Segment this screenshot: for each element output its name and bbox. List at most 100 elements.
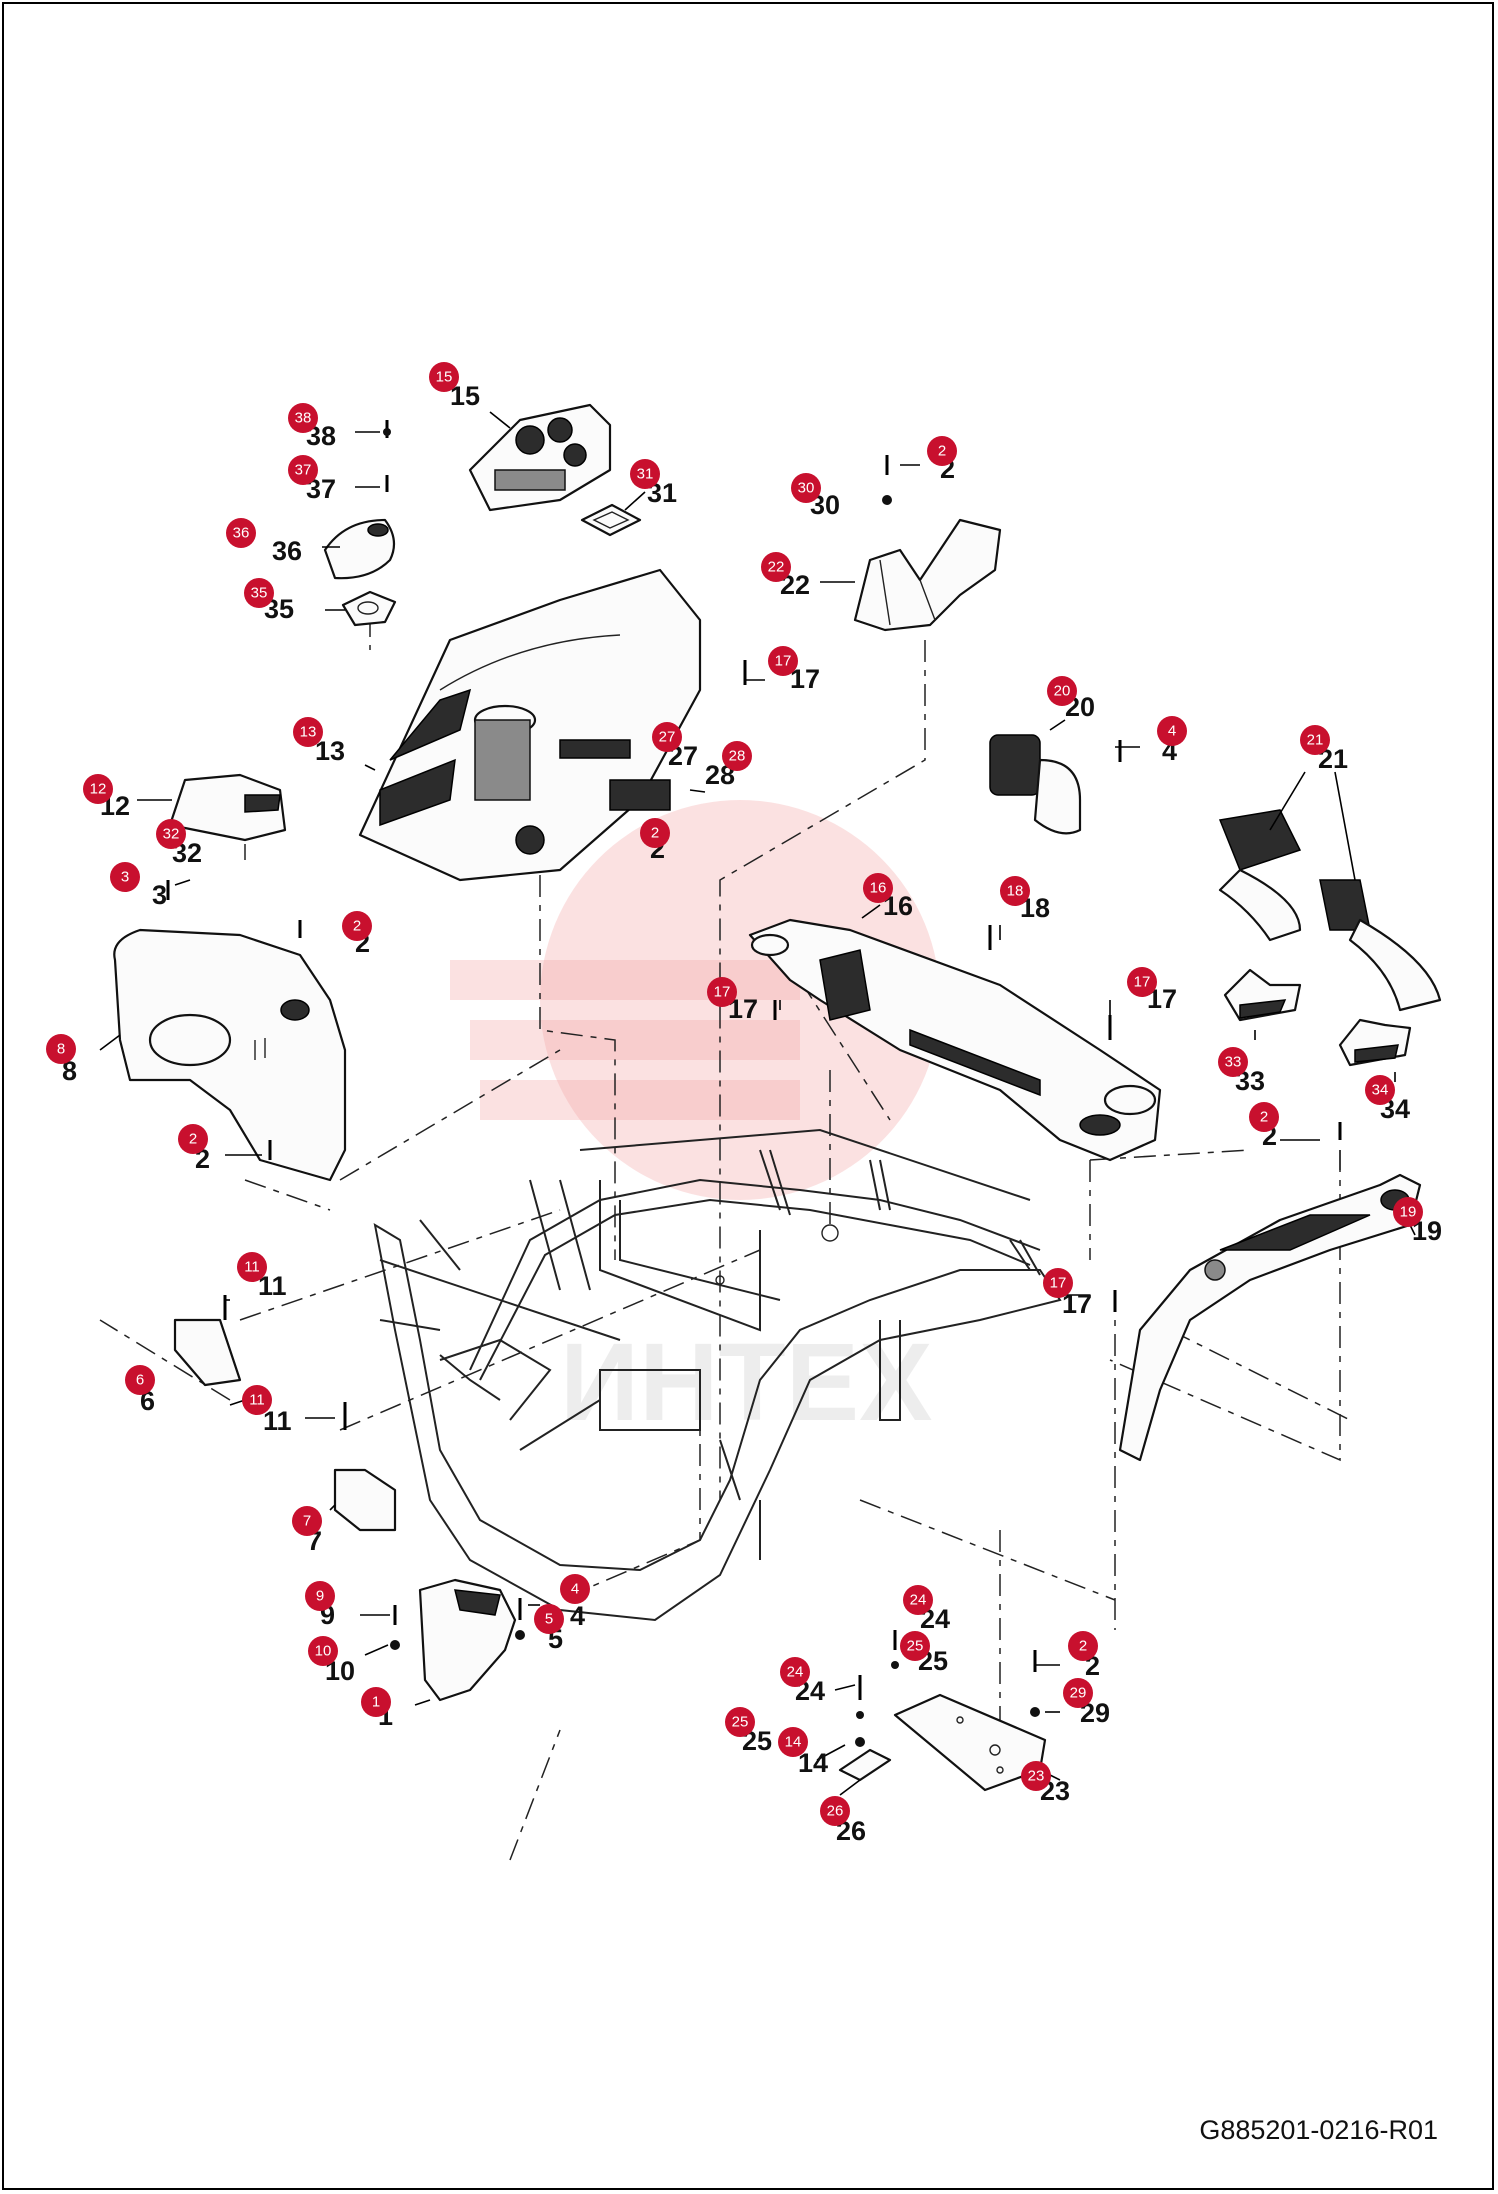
callout-badge: 7 — [292, 1506, 322, 1536]
callout-badge: 28 — [722, 741, 752, 771]
callout-badge: 17 — [1043, 1268, 1073, 1298]
plate-part-26 — [838, 1748, 892, 1782]
svg-text:5: 5 — [545, 1611, 553, 1628]
svg-text:17: 17 — [775, 653, 792, 670]
callout-badge: 12 — [83, 774, 113, 804]
svg-text:11: 11 — [244, 1259, 260, 1276]
svg-text:22: 22 — [768, 559, 785, 576]
callout-badge: 15 — [429, 362, 459, 392]
svg-text:7: 7 — [303, 1513, 311, 1530]
callout-badge: 18 — [1000, 876, 1030, 906]
callout-badge: 2 — [640, 818, 670, 848]
callout-badge: 4 — [1157, 716, 1187, 746]
callout-badge: 2 — [1068, 1631, 1098, 1661]
fender-panel-part-19 — [1118, 1173, 1422, 1462]
svg-text:23: 23 — [1028, 1768, 1045, 1785]
callout-badge: 33 — [1218, 1047, 1248, 1077]
joystick-boot-part-20 — [989, 734, 1082, 835]
side-panel-part-8 — [113, 928, 347, 1182]
svg-text:18: 18 — [1007, 883, 1024, 900]
callout-badge: 21 — [1300, 725, 1330, 755]
document-reference: G885201-0216-R01 — [1199, 2115, 1438, 2145]
callout-badge: 17 — [1127, 967, 1157, 997]
svg-text:2: 2 — [353, 918, 361, 935]
callout-badge: 3 — [110, 862, 140, 892]
callout-badge: 31 — [630, 459, 660, 489]
pad-part-34 — [1338, 1018, 1412, 1067]
callout-badge: 2 — [927, 436, 957, 466]
svg-text:27: 27 — [659, 729, 676, 746]
svg-text:1: 1 — [372, 1694, 380, 1711]
svg-text:30: 30 — [798, 480, 815, 497]
callout-badge: 9 — [305, 1581, 335, 1611]
bracket-part-6 — [173, 1318, 242, 1387]
svg-text:13: 13 — [300, 724, 317, 741]
part-number: 3 — [152, 880, 167, 910]
part-number: 4 — [570, 1601, 585, 1631]
chassis-frame — [373, 1128, 1062, 1622]
plate-part-31 — [580, 503, 642, 537]
svg-text:35: 35 — [251, 585, 268, 602]
svg-text:29: 29 — [1070, 1685, 1087, 1702]
svg-text:10: 10 — [315, 1643, 332, 1660]
cover-part-36 — [323, 518, 396, 580]
callout-badge: 34 — [1365, 1075, 1395, 1105]
svg-text:25: 25 — [907, 1638, 924, 1655]
svg-text:26: 26 — [827, 1803, 844, 1820]
callout-badge: 13 — [293, 717, 323, 747]
svg-text:15: 15 — [436, 369, 453, 386]
svg-text:28: 28 — [729, 748, 746, 765]
svg-text:3: 3 — [121, 869, 129, 886]
part-number: 13 — [315, 736, 345, 766]
pad-part-33 — [1223, 968, 1302, 1022]
svg-text:4: 4 — [1168, 723, 1176, 740]
svg-text:12: 12 — [90, 781, 107, 798]
callout-badge: 2 — [1249, 1102, 1279, 1132]
svg-text:2: 2 — [1079, 1638, 1087, 1655]
svg-text:38: 38 — [295, 410, 312, 427]
gauge-cluster-part-15 — [468, 403, 612, 512]
callout-badge: 32 — [156, 819, 186, 849]
svg-text:19: 19 — [1400, 1204, 1417, 1221]
svg-text:2: 2 — [189, 1131, 197, 1148]
svg-text:24: 24 — [910, 1592, 927, 1609]
callout-badge: 22 — [761, 552, 791, 582]
callout-badges: 38 37 36 35 15 31 30 2 22 17 13 27 28 2 … — [46, 362, 1423, 1826]
cover-part-12 — [168, 773, 287, 842]
callout-badge: 4 — [560, 1574, 590, 1604]
svg-text:11: 11 — [249, 1392, 265, 1409]
part-number: 36 — [272, 536, 302, 566]
svg-text:36: 36 — [233, 525, 250, 542]
armrest-part-21 — [1218, 809, 1442, 1012]
callout-badge: 36 — [226, 518, 256, 548]
callout-badge: 17 — [707, 977, 737, 1007]
svg-text:31: 31 — [637, 466, 654, 483]
callout-badge: 11 — [237, 1252, 267, 1282]
callout-badge: 8 — [46, 1034, 76, 1064]
callout-badge: 14 — [778, 1727, 808, 1757]
svg-text:4: 4 — [571, 1581, 579, 1598]
svg-text:2: 2 — [1260, 1109, 1268, 1126]
callout-badge: 6 — [125, 1365, 155, 1395]
side-console-part-16 — [748, 918, 1162, 1162]
callout-badge: 37 — [288, 455, 318, 485]
svg-text:24: 24 — [787, 1664, 804, 1681]
svg-text:17: 17 — [1050, 1275, 1067, 1292]
callout-badge: 25 — [725, 1707, 755, 1737]
svg-text:17: 17 — [1134, 974, 1151, 991]
svg-text:14: 14 — [785, 1734, 802, 1751]
callout-badge: 25 — [900, 1631, 930, 1661]
floor-plate-part-23 — [893, 1693, 1047, 1792]
fasteners — [166, 420, 1342, 1747]
svg-text:25: 25 — [732, 1714, 749, 1731]
callout-badge: 38 — [288, 403, 318, 433]
callout-badge: 29 — [1063, 1678, 1093, 1708]
callout-badge: 30 — [791, 473, 821, 503]
callout-badge: 23 — [1021, 1761, 1051, 1791]
callout-badge: 2 — [178, 1124, 208, 1154]
svg-text:20: 20 — [1054, 683, 1071, 700]
callout-badge: 20 — [1047, 676, 1077, 706]
